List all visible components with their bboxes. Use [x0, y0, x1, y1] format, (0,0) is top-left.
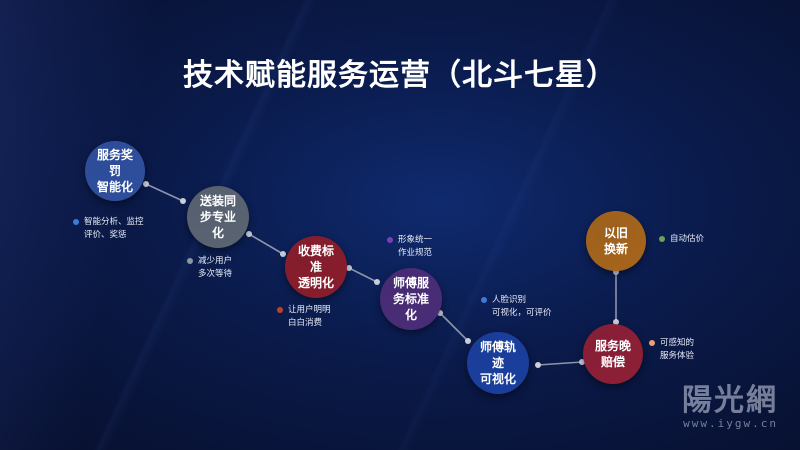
- connector-dot: [613, 319, 619, 325]
- node-late-service-compensation: 服务晚 赔偿: [583, 324, 643, 384]
- node-label: 务标准: [392, 292, 429, 306]
- node-label: 以旧: [603, 226, 628, 240]
- node-label: 收费标准: [297, 244, 334, 274]
- note-clear-consumption: 让用户明明 白白消费: [277, 304, 331, 330]
- connector-dot: [535, 362, 541, 368]
- node-trade-in: 以旧 换新: [586, 211, 646, 271]
- node-delivery-install-sync: 送装同 步专业 化: [187, 186, 249, 248]
- bullet-dot: [187, 258, 193, 264]
- bullet-dot: [659, 236, 665, 242]
- connector-dot: [465, 338, 471, 344]
- node-label: 师傅服: [392, 276, 429, 290]
- note-auto-valuation: 自动估价: [659, 233, 704, 246]
- note-reduce-waiting: 减少用户 多次等待: [187, 255, 232, 281]
- node-technician-track-visual: 师傅轨迹 可视化: [467, 332, 529, 394]
- node-fee-transparency: 收费标准 透明化: [285, 236, 347, 298]
- note-smart-analysis: 智能分析、监控 评价、奖惩: [73, 216, 144, 242]
- node-label: 步专业: [199, 210, 236, 224]
- connector-2-3: [248, 233, 284, 255]
- note-face-recognition: 人脸识别 可视化，可评价: [481, 294, 552, 320]
- node-label: 化: [211, 226, 224, 240]
- bullet-dot: [481, 297, 487, 303]
- watermark-logo: 陽光網: [682, 383, 778, 418]
- bullet-dot: [73, 219, 79, 225]
- bullet-dot: [277, 307, 283, 313]
- bullet-dot: [387, 237, 393, 243]
- connector-1-2: [145, 183, 184, 202]
- connector-5-6: [537, 361, 583, 366]
- connector-dot: [374, 279, 380, 285]
- node-label: 智能化: [97, 180, 134, 194]
- node-label: 赔偿: [600, 355, 625, 369]
- connector-3-4: [348, 267, 378, 283]
- node-label: 师傅轨迹: [479, 340, 516, 370]
- watermark: 陽光網 www.iygw.cn: [682, 375, 778, 430]
- node-label: 化: [404, 308, 417, 322]
- node-label: 可视化: [479, 372, 516, 386]
- node-label: 透明化: [297, 276, 334, 290]
- node-label: 换新: [603, 242, 628, 256]
- watermark-url: www.iygw.cn: [683, 417, 778, 430]
- note-unified-image: 形象统一 作业规范: [387, 234, 432, 260]
- bullet-dot: [649, 340, 655, 346]
- node-label: 服务奖罚: [97, 148, 134, 178]
- connector-dot: [280, 251, 286, 257]
- note-perceivable-experience: 可感知的 服务体验: [649, 337, 694, 363]
- node-label: 服务晚: [595, 339, 632, 353]
- connector-dot: [143, 181, 149, 187]
- connector-dot: [246, 231, 252, 237]
- node-service-reward-penalty: 服务奖罚 智能化: [85, 141, 145, 201]
- node-label: 送装同: [199, 194, 236, 208]
- connector-4-5: [439, 312, 469, 342]
- node-technician-service-standard: 师傅服 务标准 化: [380, 268, 442, 330]
- page-title: 技术赋能服务运营（北斗七星）: [183, 58, 617, 93]
- connector-dot: [346, 265, 352, 271]
- connector-dot: [180, 198, 186, 204]
